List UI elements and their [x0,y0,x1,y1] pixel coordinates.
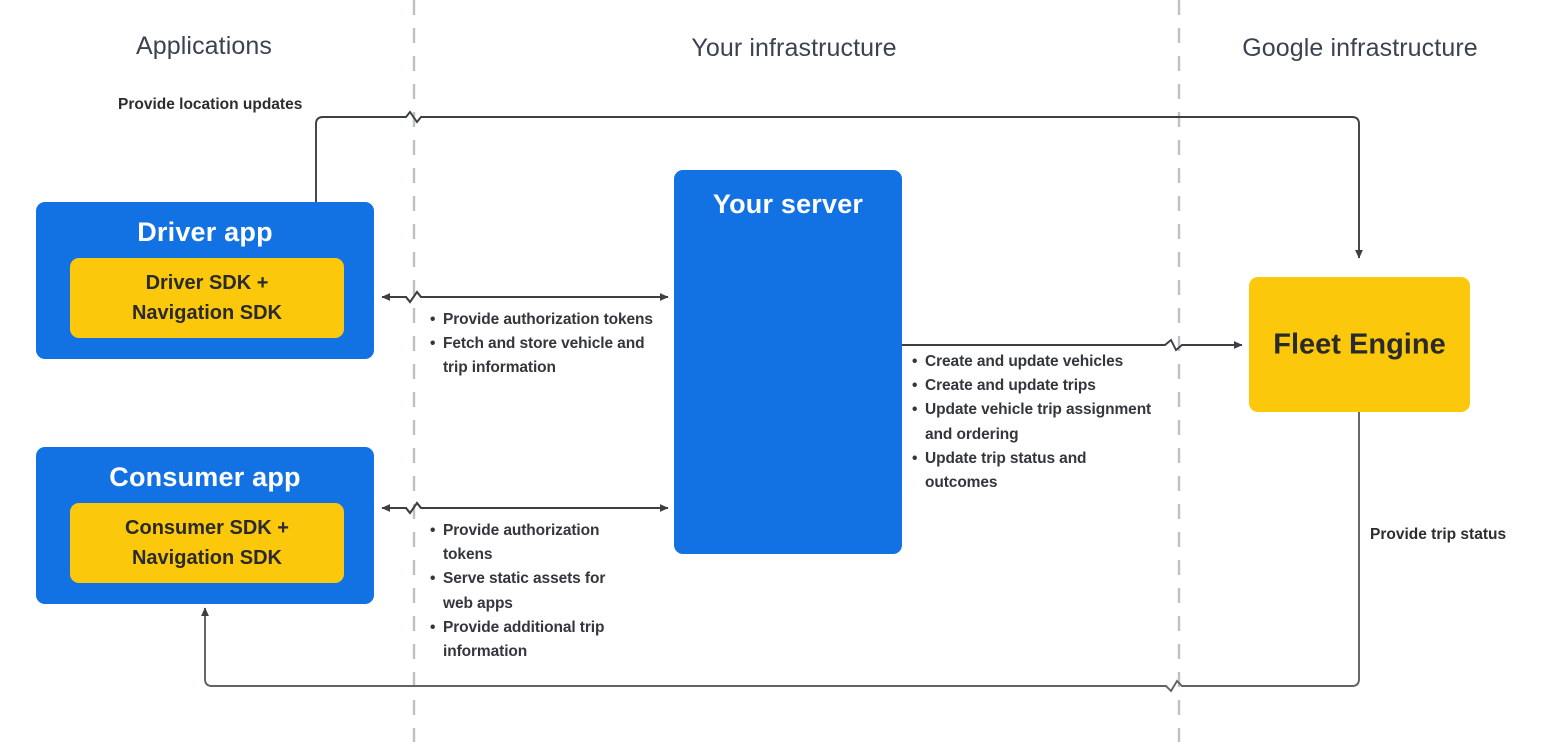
driver-app-title: Driver app [137,217,273,247]
label-provide-location-updates: Provide location updates [118,96,303,113]
column-header-google-infrastructure: Google infrastructure [1242,34,1478,62]
edge-server-driver [381,290,668,304]
fleet-engine-title: Fleet Engine [1273,328,1446,360]
node-driver-sdk[interactable]: Driver SDK + Navigation SDK [70,258,344,338]
consumer-sdk-line-1: Consumer SDK + [125,517,289,539]
column-header-applications: Applications [135,32,272,60]
consumer-sdk-line-2: Navigation SDK [131,547,283,569]
edge-server-fleet-engine [902,338,1243,352]
list-item: Create and update vehicles [912,350,1157,374]
list-item: Create and update trips [912,374,1157,398]
edge-server-consumer [381,501,668,515]
list-item: Update vehicle trip assignment and order… [912,398,1157,446]
list-item: Provide authorization tokens [430,519,630,567]
driver-sdk-label: Driver SDK + Navigation SDK [70,268,344,328]
label-provide-trip-status: Provide trip status [1370,526,1507,543]
consumer-sdk-label: Consumer SDK + Navigation SDK [70,513,344,573]
list-item: Fetch and store vehicle and trip informa… [430,332,662,380]
list-item: Provide additional trip information [430,616,630,664]
list-item: Update trip status and outcomes [912,447,1157,495]
node-your-server[interactable]: Your server [674,170,902,554]
node-fleet-engine[interactable]: Fleet Engine [1249,277,1470,412]
your-server-title: Your server [712,189,864,219]
driver-sdk-line-1: Driver SDK + [145,272,269,294]
bullets-server-to-consumer: Provide authorization tokens Serve stati… [430,519,630,664]
edge-driver-server [382,290,669,304]
driver-sdk-line-2: Navigation SDK [131,302,283,324]
bullets-server-to-fleet-engine: Create and update vehicles Create and up… [912,350,1157,495]
edge-consumer-server [382,501,669,515]
consumer-app-title: Consumer app [109,462,301,492]
list-item: Serve static assets for web apps [430,567,630,615]
node-consumer-sdk[interactable]: Consumer SDK + Navigation SDK [70,503,344,583]
list-item: Provide authorization tokens [430,308,662,332]
column-header-your-infrastructure: Your infrastructure [691,34,897,62]
bullets-server-to-driver: Provide authorization tokens Fetch and s… [430,308,662,381]
